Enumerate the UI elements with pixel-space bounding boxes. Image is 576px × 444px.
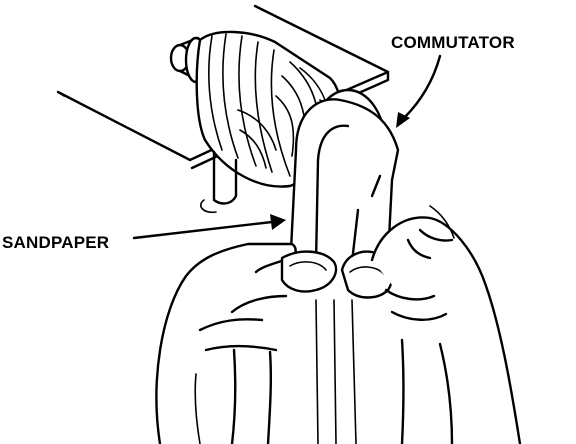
right-hand (340, 205, 522, 444)
sandpaper-callout: SANDPAPER (2, 214, 286, 252)
sandpaper-tails (315, 299, 357, 444)
sandpaper-strip (288, 98, 400, 272)
left-hand (155, 242, 338, 444)
commutator-label: COMMUTATOR (391, 33, 515, 52)
commutator-callout: COMMUTATOR (391, 33, 515, 128)
sandpaper-label: SANDPAPER (2, 233, 109, 252)
commutator-arrowhead (396, 112, 410, 128)
sandpaper-arrowhead (270, 214, 286, 230)
